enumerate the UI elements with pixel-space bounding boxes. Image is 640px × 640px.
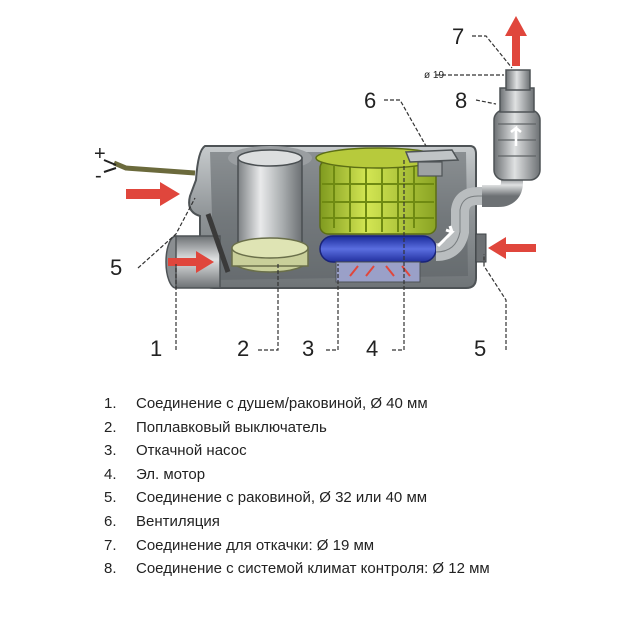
callout-6: 6	[364, 88, 376, 113]
legend-item-text: Соединение с раковиной, Ø 32 или 40 мм	[136, 489, 428, 507]
legend-item-text: Откачной насос	[136, 442, 247, 460]
pump-diagram: + -	[94, 16, 541, 361]
pump	[319, 235, 437, 283]
legend-item-text: Соединение с системой климат контроля: Ø…	[136, 560, 490, 578]
legend-item: 8. Соединение с системой климат контроля:…	[104, 557, 490, 581]
legend-item: 4. Эл. мотор	[104, 463, 490, 487]
callout-5-left: 5	[110, 255, 122, 280]
inlet-arrow-right	[488, 237, 536, 259]
right-inlet-ring	[475, 233, 487, 263]
callout-5-right: 5	[474, 336, 486, 361]
minus-terminal-label: -	[95, 165, 102, 187]
leader-lines	[137, 35, 513, 351]
legend-item: 1. Соединение с душем/раковиной, Ø 40 мм	[104, 392, 490, 416]
legend-item: 6. Вентиляция	[104, 510, 490, 534]
legend-item-number: 7.	[104, 536, 117, 554]
legend-item-number: 4.	[104, 465, 117, 483]
power-cable	[103, 159, 196, 176]
dimension-label: ø 19	[424, 70, 444, 81]
inlet-arrow-left-upper	[126, 182, 180, 206]
legend-item: 3. Откачной насос	[104, 439, 490, 463]
ventilation-cap	[404, 149, 460, 177]
legend-item-text: Соединение с душем/раковиной, Ø 40 мм	[136, 395, 428, 412]
legend-item-number: 1.	[104, 395, 117, 412]
callout-7: 7	[452, 24, 464, 49]
outlet-arrow-up	[505, 16, 527, 66]
legend-item: 2. Поплавковый выключатель	[104, 416, 490, 440]
legend-item-text: Вентиляция	[136, 512, 220, 530]
legend-item-text: Соединение для откачки: Ø 19 мм	[136, 536, 375, 554]
plus-terminal-label: +	[94, 143, 106, 165]
float-switch	[228, 146, 312, 273]
legend-item-number: 6.	[104, 512, 117, 530]
legend-item-number: 8.	[104, 560, 117, 578]
float-lever	[205, 213, 231, 273]
callout-3: 3	[302, 336, 314, 361]
callout-4: 4	[366, 336, 378, 361]
legend-list: 1. Соединение с душем/раковиной, Ø 40 мм 2…	[104, 392, 490, 581]
legend-item-number: 5.	[104, 489, 117, 507]
legend-item: 5. Соединение с раковиной, Ø 32 или 40 мм	[104, 486, 490, 510]
inlet-arrow-left-lower	[168, 251, 214, 273]
callout-1: 1	[150, 336, 162, 361]
callout-2: 2	[237, 336, 249, 361]
legend-item-text: Поплавковый выключатель	[136, 418, 327, 436]
legend-item-number: 3.	[104, 442, 117, 460]
flow-arrows	[126, 16, 536, 273]
callout-8: 8	[455, 88, 467, 113]
outlet-elbow	[435, 187, 498, 261]
legend-item-text: Эл. мотор	[136, 465, 206, 483]
legend-item-number: 2.	[104, 418, 117, 436]
legend-item: 7. Соединение для откачки: Ø 19 мм	[104, 534, 490, 558]
outlet-assembly	[482, 69, 541, 207]
